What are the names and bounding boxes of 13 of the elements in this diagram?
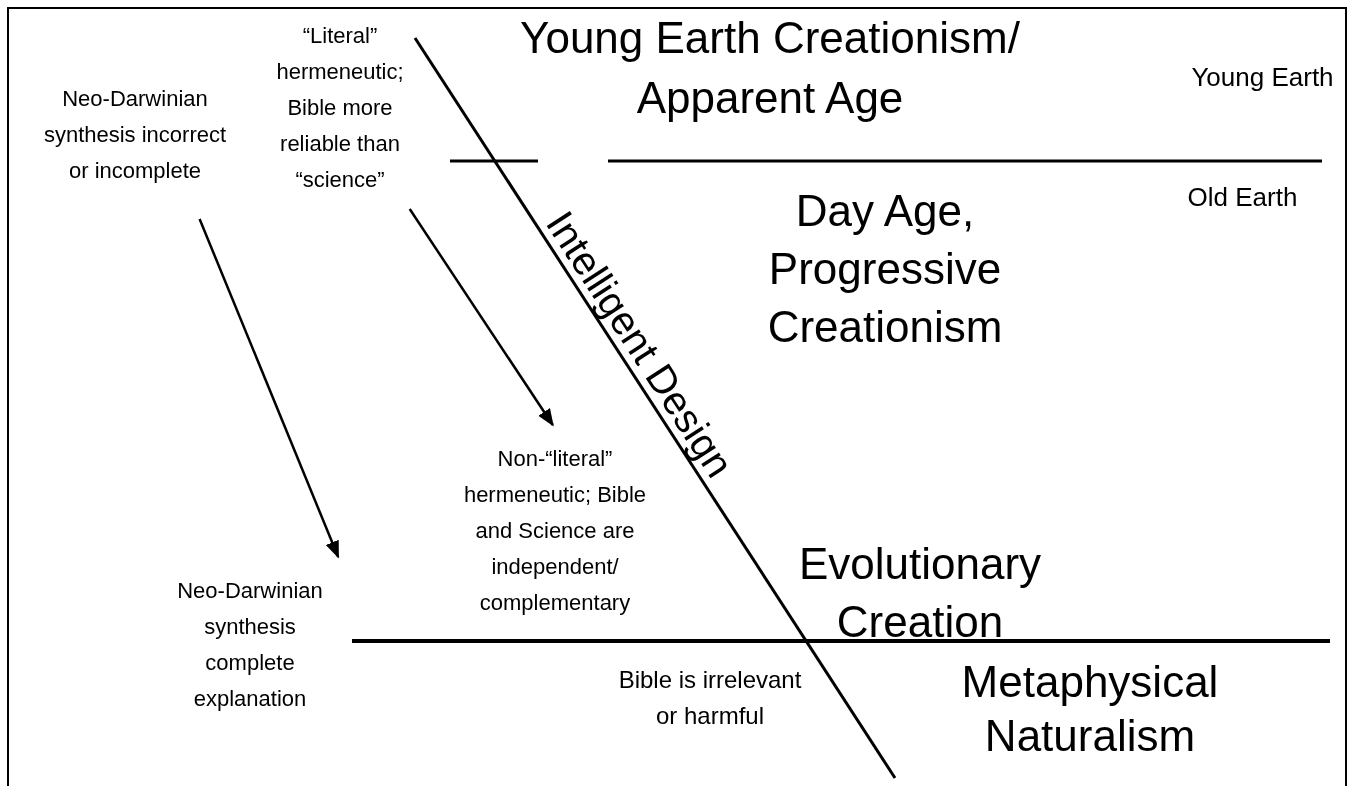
category-label: Evolutionary Creation: [797, 538, 1043, 648]
node-text: Neo-Darwinian synthesis incorrect or incomplete: [42, 85, 228, 185]
arrow: [198, 218, 340, 559]
node-text: “Literal” hermeneutic; Bible more reliable than “science”: [275, 21, 405, 194]
category-label: Metaphysical Naturalism: [960, 656, 1220, 762]
node-text: Neo-Darwinian synthesis complete explanation: [176, 577, 324, 713]
arrow: [408, 208, 554, 427]
category-label: Old Earth: [1186, 181, 1299, 214]
category-label: Young Earth Creationism/ Apparent Age: [519, 12, 1021, 124]
category-label: Young Earth: [1190, 61, 1335, 94]
node-text: Non-“literal” hermeneutic; Bible and Science are independent/ complementary: [462, 445, 647, 617]
category-label: Bible is irrelevant or harmful: [617, 665, 803, 731]
category-label: Day Age, Progressive Creationism: [766, 185, 1004, 353]
